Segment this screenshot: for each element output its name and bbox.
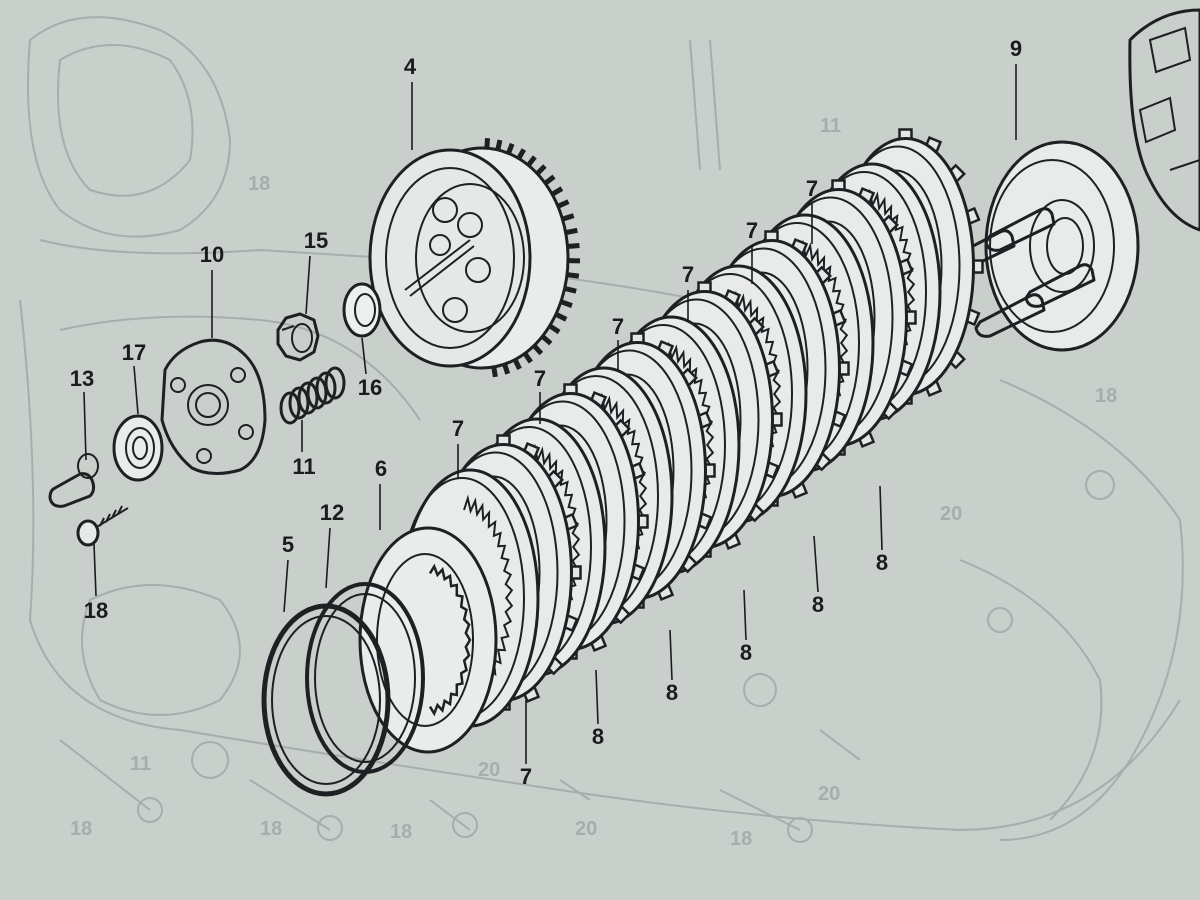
callout-8: 8: [592, 724, 604, 749]
ghost-label: 18: [260, 818, 282, 840]
callout-7: 7: [682, 262, 694, 287]
spring-coil: [315, 371, 337, 405]
leader-line: [305, 255, 311, 315]
thrust-washer: [342, 282, 382, 338]
spring-wave: [428, 563, 472, 717]
callout-11: 11: [292, 454, 315, 479]
clutch-outer-gear: [368, 138, 581, 378]
callout-5: 5: [282, 532, 294, 557]
gear-tooth: [512, 358, 522, 370]
gear-tooth: [484, 138, 491, 149]
callout-7: 7: [452, 416, 464, 441]
gear-tooth: [543, 174, 556, 186]
leader-line: [879, 485, 883, 551]
gear-tooth: [522, 351, 533, 364]
spring-coil: [324, 366, 346, 400]
callout-6: 6: [375, 456, 387, 481]
callout-17: 17: [122, 340, 146, 365]
gear-tooth: [564, 285, 577, 294]
leader-line: [283, 559, 289, 613]
lifter-rod: [48, 453, 99, 508]
gear-tooth: [491, 366, 498, 378]
gear-tooth: [516, 148, 526, 160]
gear-tooth: [560, 299, 573, 308]
ghost-label: 18: [1095, 385, 1117, 407]
gear-tooth: [540, 334, 553, 346]
spring-coil: [279, 391, 301, 425]
gear-tooth: [566, 272, 580, 279]
gear-tooth: [567, 242, 580, 250]
judder-spring: [358, 526, 498, 754]
leader-line: [361, 337, 367, 375]
callout-8: 8: [876, 550, 888, 575]
ghost-label: 18: [390, 821, 412, 843]
leader-line: [133, 365, 139, 415]
ghost-label: 20: [478, 759, 500, 781]
lock-nut: [276, 312, 320, 362]
gear-tooth: [506, 142, 515, 155]
ghost-label: 20: [940, 503, 962, 525]
callout-8: 7: [520, 764, 532, 789]
lifter-plate: [160, 338, 267, 475]
callout-15: 15: [304, 228, 328, 253]
gear-tooth: [556, 199, 570, 209]
leader-line: [93, 543, 97, 597]
leader-line: [669, 629, 673, 681]
callout-8: 8: [812, 592, 824, 617]
callout-7: 7: [612, 314, 624, 339]
ghost-label: 11: [820, 115, 841, 137]
callout-7: 7: [806, 176, 818, 201]
callout-16: 16: [358, 375, 382, 400]
part-callouts: 4 9 10 15 16 11 13 17 18 5 12 6 7 7 7 7 …: [70, 36, 1022, 789]
pressure-plate-partial: [1128, 8, 1200, 232]
spring-coil: [306, 376, 328, 410]
ghost-label: 18: [248, 173, 270, 195]
callout-9: 9: [1010, 36, 1022, 61]
leader-line: [743, 589, 747, 641]
clutch-spring: [279, 366, 346, 425]
gear-tooth: [502, 363, 511, 375]
callout-4: 4: [404, 54, 417, 79]
gear-tooth: [495, 139, 503, 151]
clutch-plate-stack: [399, 128, 984, 728]
background-engine-cover-outline: [19, 16, 1184, 843]
flange-bolt: [76, 505, 129, 547]
leader-lines: [83, 64, 1017, 764]
callout-8: 8: [666, 680, 678, 705]
spring-coil: [288, 386, 310, 420]
callout-7: 7: [534, 366, 546, 391]
wire-clip: [261, 603, 391, 797]
ghost-label: 18: [730, 828, 752, 850]
callout-12: 12: [320, 500, 344, 525]
callout-7: 7: [746, 218, 758, 243]
leader-line: [595, 669, 599, 725]
leader-line: [83, 391, 87, 461]
ghost-label: 20: [575, 818, 597, 840]
ghost-label: 20: [818, 783, 840, 805]
gear-tooth: [565, 227, 578, 236]
ghost-label: 11: [130, 753, 151, 775]
spring-coil: [297, 381, 319, 415]
front-ring-set: [261, 526, 498, 797]
gear-tooth: [532, 343, 544, 356]
clutch-center-hub: [944, 140, 1140, 352]
callout-8: 8: [740, 640, 752, 665]
lifter-bearing: [112, 414, 164, 482]
gear-tooth: [535, 164, 547, 176]
callout-13: 13: [70, 366, 94, 391]
ghost-label: 18: [70, 818, 92, 840]
gear-tooth: [526, 155, 537, 167]
leader-line: [813, 535, 819, 593]
callout-10: 10: [200, 242, 224, 267]
callout-18: 18: [84, 598, 108, 623]
gear-tooth: [550, 186, 564, 197]
gear-tooth: [561, 213, 575, 222]
leader-line: [325, 527, 331, 589]
gear-tooth: [554, 311, 568, 322]
gear-tooth: [548, 323, 561, 335]
